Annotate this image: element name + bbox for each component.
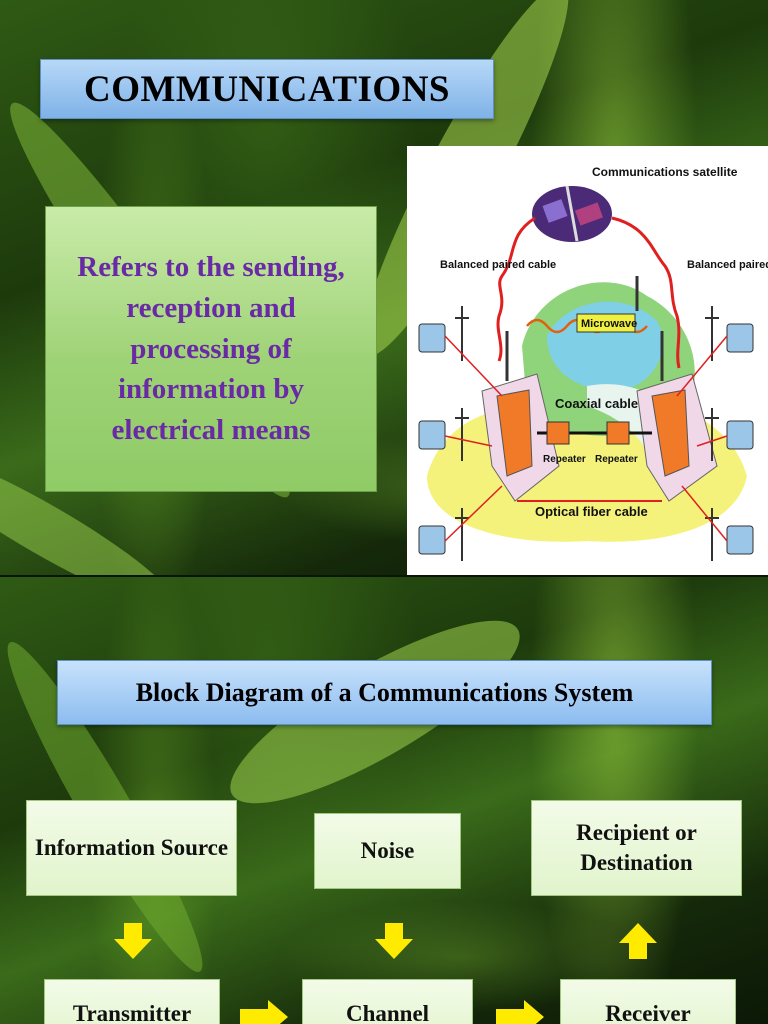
svg-text:Balanced paired cable: Balanced paired cable	[440, 259, 556, 271]
slide-title: COMMUNICATIONS	[40, 59, 494, 119]
svg-text:Balanced paired cable: Balanced paired cable	[687, 259, 768, 271]
definition-box: Refers to the sending, reception and pro…	[45, 206, 377, 492]
arrow-right-icon	[240, 1000, 288, 1024]
block-noise: Noise	[314, 813, 461, 889]
block-transmitter: Transmitter	[44, 979, 220, 1024]
arrow-up-icon	[619, 923, 657, 959]
block-recipient: Recipient or Destination	[531, 800, 742, 896]
slide-divider	[0, 575, 768, 577]
arrow-down-icon	[375, 923, 413, 959]
communications-network-illustration: Communications satellite Balanced paired…	[407, 146, 768, 575]
svg-text:Coaxial cable: Coaxial cable	[555, 396, 638, 411]
svg-text:Communications satellite: Communications satellite	[592, 165, 738, 179]
satellite-icon	[542, 199, 568, 223]
arrow-right-icon	[496, 1000, 544, 1024]
svg-text:Repeater: Repeater	[595, 454, 638, 465]
telephone-icon	[418, 323, 754, 555]
block-information-source: Information Source	[26, 800, 237, 896]
block-channel: Channel	[302, 979, 473, 1024]
arrow-down-icon	[114, 923, 152, 959]
slide-block-diagram: Block Diagram of a Communications System…	[0, 577, 768, 1024]
block-receiver: Receiver	[560, 979, 736, 1024]
svg-text:Repeater: Repeater	[543, 454, 586, 465]
slide-title: Block Diagram of a Communications System	[57, 660, 712, 725]
svg-text:Microwave: Microwave	[581, 318, 637, 330]
slide-communications: COMMUNICATIONS Refers to the sending, re…	[0, 0, 768, 575]
svg-text:Optical fiber cable: Optical fiber cable	[535, 504, 648, 519]
